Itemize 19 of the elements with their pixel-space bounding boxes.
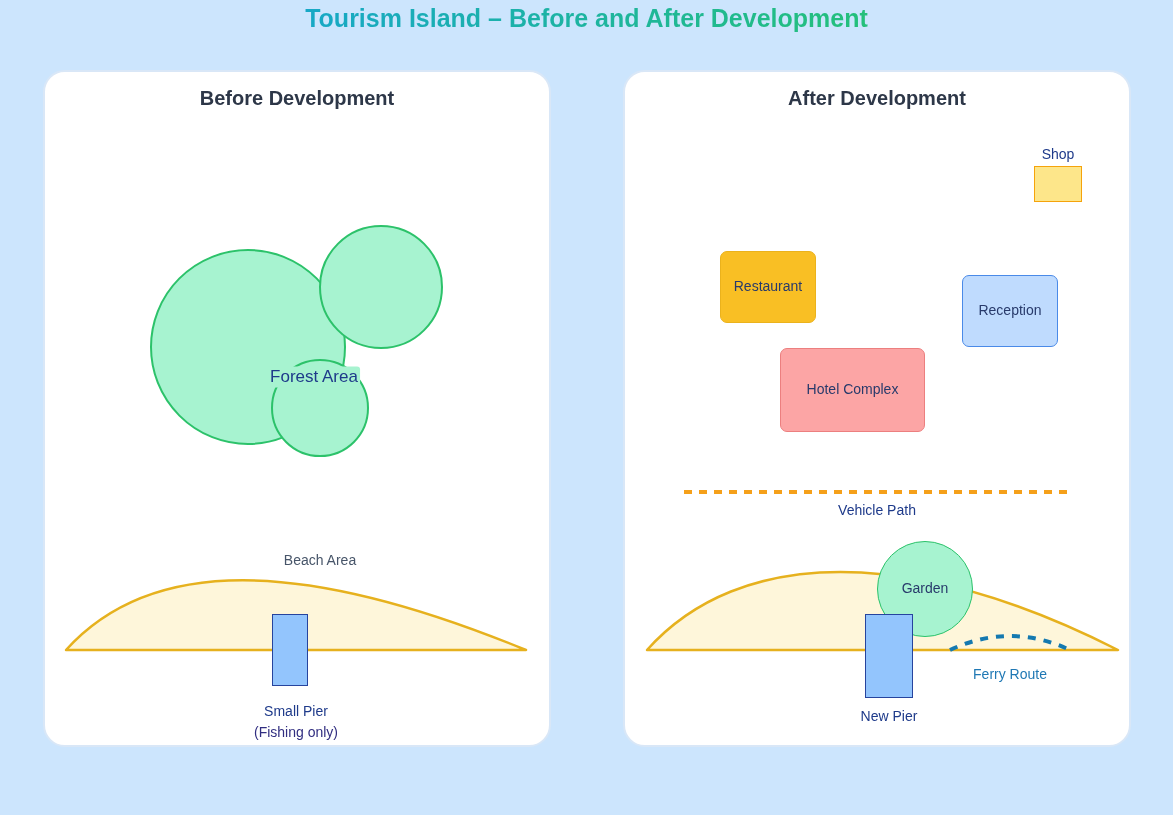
area-label: Beach Area bbox=[283, 552, 357, 570]
panel-heading: Before Development bbox=[199, 85, 395, 111]
area-label: Forest Area bbox=[268, 366, 360, 388]
pier-label: Small Pier bbox=[264, 703, 328, 721]
facility-box bbox=[962, 275, 1058, 347]
route-label: Ferry Route bbox=[973, 666, 1047, 684]
path-label: Vehicle Path bbox=[838, 502, 916, 520]
facility-box bbox=[780, 348, 925, 432]
map-panel bbox=[623, 70, 1131, 747]
pier-label: New Pier bbox=[860, 708, 918, 726]
map-panel bbox=[43, 70, 551, 747]
pier-note: (Fishing only) bbox=[254, 724, 338, 742]
facility-label: Garden bbox=[901, 580, 949, 598]
facility-label: Restaurant bbox=[733, 278, 803, 296]
facility-label: Hotel Complex bbox=[806, 381, 899, 399]
building-label: Shop bbox=[1041, 146, 1075, 164]
facility-box bbox=[720, 251, 816, 323]
panel-heading: After Development bbox=[788, 85, 966, 111]
facility-label: Reception bbox=[978, 302, 1042, 320]
